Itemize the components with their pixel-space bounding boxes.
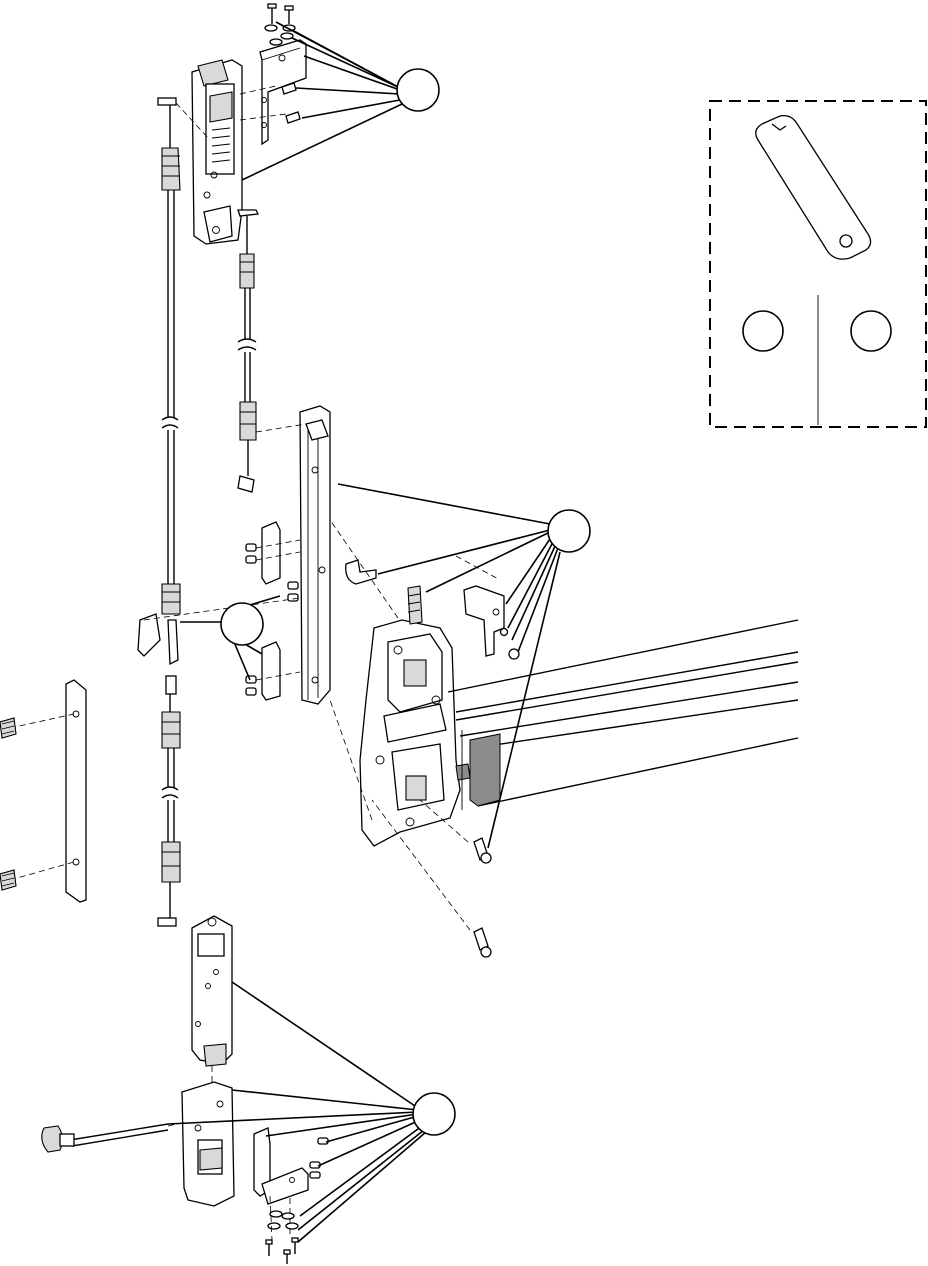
callout-bottom-latch: [413, 1093, 455, 1135]
screw-icon: [282, 83, 300, 123]
strike-plate: [0, 680, 86, 902]
short-upper-rod: [238, 216, 256, 492]
washer-icon: [265, 25, 295, 45]
push-bar: [448, 620, 798, 810]
bottom-latch-assembly: [42, 916, 328, 1264]
callout-top-latch: [397, 69, 439, 111]
inset-panel: [710, 101, 926, 427]
washer-icon: [268, 1211, 298, 1229]
top-latch-assembly: [158, 4, 306, 244]
bottom-vertical-rod: [158, 676, 180, 926]
screw-icon: [0, 718, 16, 890]
top-vertical-rod: [162, 148, 180, 614]
screw-icon: [268, 4, 293, 24]
callout-inset-right: [851, 311, 891, 351]
small-bracket: [456, 556, 519, 659]
wrench-icon: [756, 116, 871, 260]
callout-inset-left: [743, 311, 783, 351]
callout-center-case: [548, 510, 590, 552]
screw-icon: [408, 586, 422, 624]
rod-clip: [346, 560, 376, 584]
screw-icon: [501, 629, 520, 660]
callout-rod-connector: [221, 603, 263, 645]
